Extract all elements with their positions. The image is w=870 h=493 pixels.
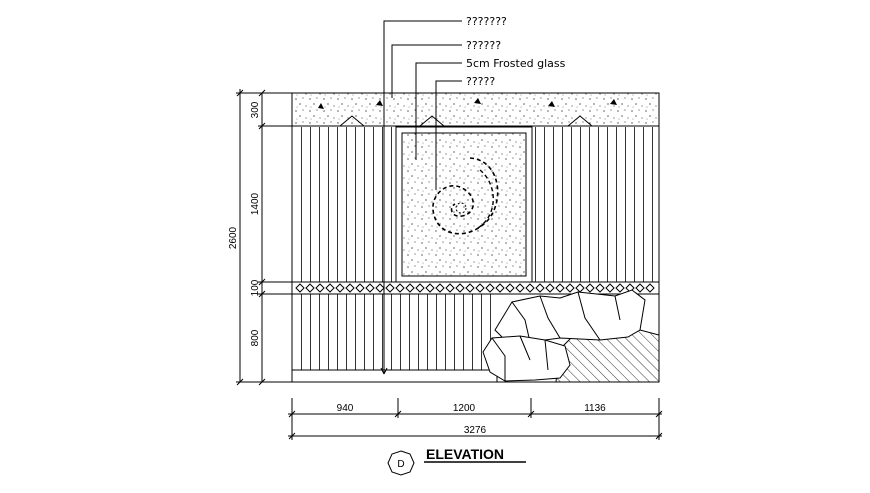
band-diamond — [495, 283, 505, 293]
band-diamond — [485, 283, 495, 293]
band-diamond — [345, 283, 355, 293]
band-diamond — [335, 283, 345, 293]
leader-lines — [380, 20, 462, 375]
band-diamond — [585, 283, 595, 293]
band-diamond — [565, 283, 575, 293]
band-diamond — [505, 283, 515, 293]
band-diamond — [555, 283, 565, 293]
left-panel-lines — [293, 127, 396, 282]
band-diamond — [535, 283, 545, 293]
dim-1200: 1200 — [453, 403, 476, 414]
band-diamond — [525, 283, 535, 293]
dim-1400: 1400 — [250, 192, 261, 215]
band-diamond — [375, 283, 385, 293]
stone-band — [291, 92, 660, 127]
skirting — [291, 369, 498, 383]
band-diamond — [605, 283, 615, 293]
lower-panel-lines — [293, 294, 493, 370]
band-diamond — [425, 283, 435, 293]
vertical-dimensions — [236, 89, 292, 386]
right-panel-lines — [532, 127, 658, 282]
band-diamond — [315, 283, 325, 293]
band-diamond — [415, 283, 425, 293]
band-diamond — [405, 283, 415, 293]
elevation-title: D ELEVATION — [387, 446, 526, 476]
dim-2600: 2600 — [228, 226, 239, 249]
band-diamond — [635, 283, 645, 293]
band-diamond — [355, 283, 365, 293]
band-diamond — [325, 283, 335, 293]
dim-300: 300 — [250, 101, 261, 118]
callout-2: ?????? — [466, 39, 501, 52]
band-diamond — [295, 283, 305, 293]
band-diamond — [465, 283, 475, 293]
band-diamond — [595, 283, 605, 293]
band-diamond — [385, 283, 395, 293]
dim-3276: 3276 — [464, 425, 487, 436]
band-diamond — [365, 283, 375, 293]
title-text: ELEVATION — [426, 446, 504, 462]
band-diamond — [435, 283, 445, 293]
band-diamond — [475, 283, 485, 293]
dim-100: 100 — [250, 279, 261, 296]
band-diamond — [615, 283, 625, 293]
callout-4: ????? — [466, 75, 495, 88]
band-diamond — [645, 283, 655, 293]
dim-800: 800 — [250, 329, 261, 346]
band-diamond — [545, 283, 555, 293]
band-diamond — [305, 283, 315, 293]
horizontal-dimensions — [288, 398, 663, 440]
band-diamond — [395, 283, 405, 293]
section-marker-letter: D — [397, 459, 404, 470]
section-marker — [387, 450, 415, 476]
callout-1: ??????? — [466, 15, 507, 28]
band-diamond — [445, 283, 455, 293]
dim-1136: 1136 — [584, 403, 606, 414]
callout-frosted-glass: 5cm Frosted glass — [466, 57, 566, 70]
band-diamond — [575, 283, 585, 293]
band-diamond — [455, 283, 465, 293]
rock-feature — [482, 289, 660, 383]
band-diamond — [515, 283, 525, 293]
dim-940: 940 — [337, 403, 354, 414]
diamond-band — [291, 281, 660, 295]
